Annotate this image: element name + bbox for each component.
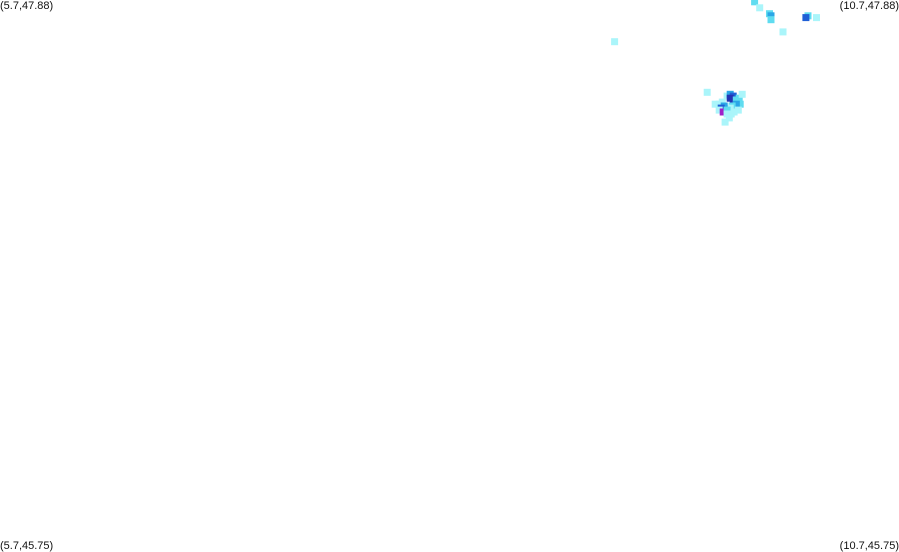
corner-label-bottom-left: (5.7,45.75) [0,540,54,552]
precipitation-cell [723,110,731,118]
precipitation-cell [779,28,787,36]
precipitation-cell [703,88,711,96]
precipitation-cell [813,14,820,22]
precipitation-cell [730,108,738,116]
precipitation-cell [767,12,775,20]
precipitation-cell [723,106,731,114]
precipitation-cell [715,106,723,114]
precipitation-cell [736,100,744,108]
precipitation-cell [718,98,726,106]
corner-label-bottom-right: (10.7,45.75) [839,540,899,552]
precipitation-cell [721,118,729,126]
precipitation-cell [719,108,727,116]
precipitation-cell [751,0,759,6]
precipitation-cell [756,4,764,12]
precipitation-cell [802,14,810,22]
precipitation-cell [725,114,733,122]
precipitation-cell [734,106,742,114]
precipitation-cell [738,90,746,98]
precipitation-cell [711,100,719,108]
precipitation-cell [767,16,775,24]
precipitation-cell [732,100,740,108]
corner-label-top-left: (5.7,47.88) [0,0,54,12]
precipitation-cell [735,94,743,102]
precipitation-cell [611,38,619,46]
corner-label-top-right: (10.7,47.88) [839,0,899,12]
